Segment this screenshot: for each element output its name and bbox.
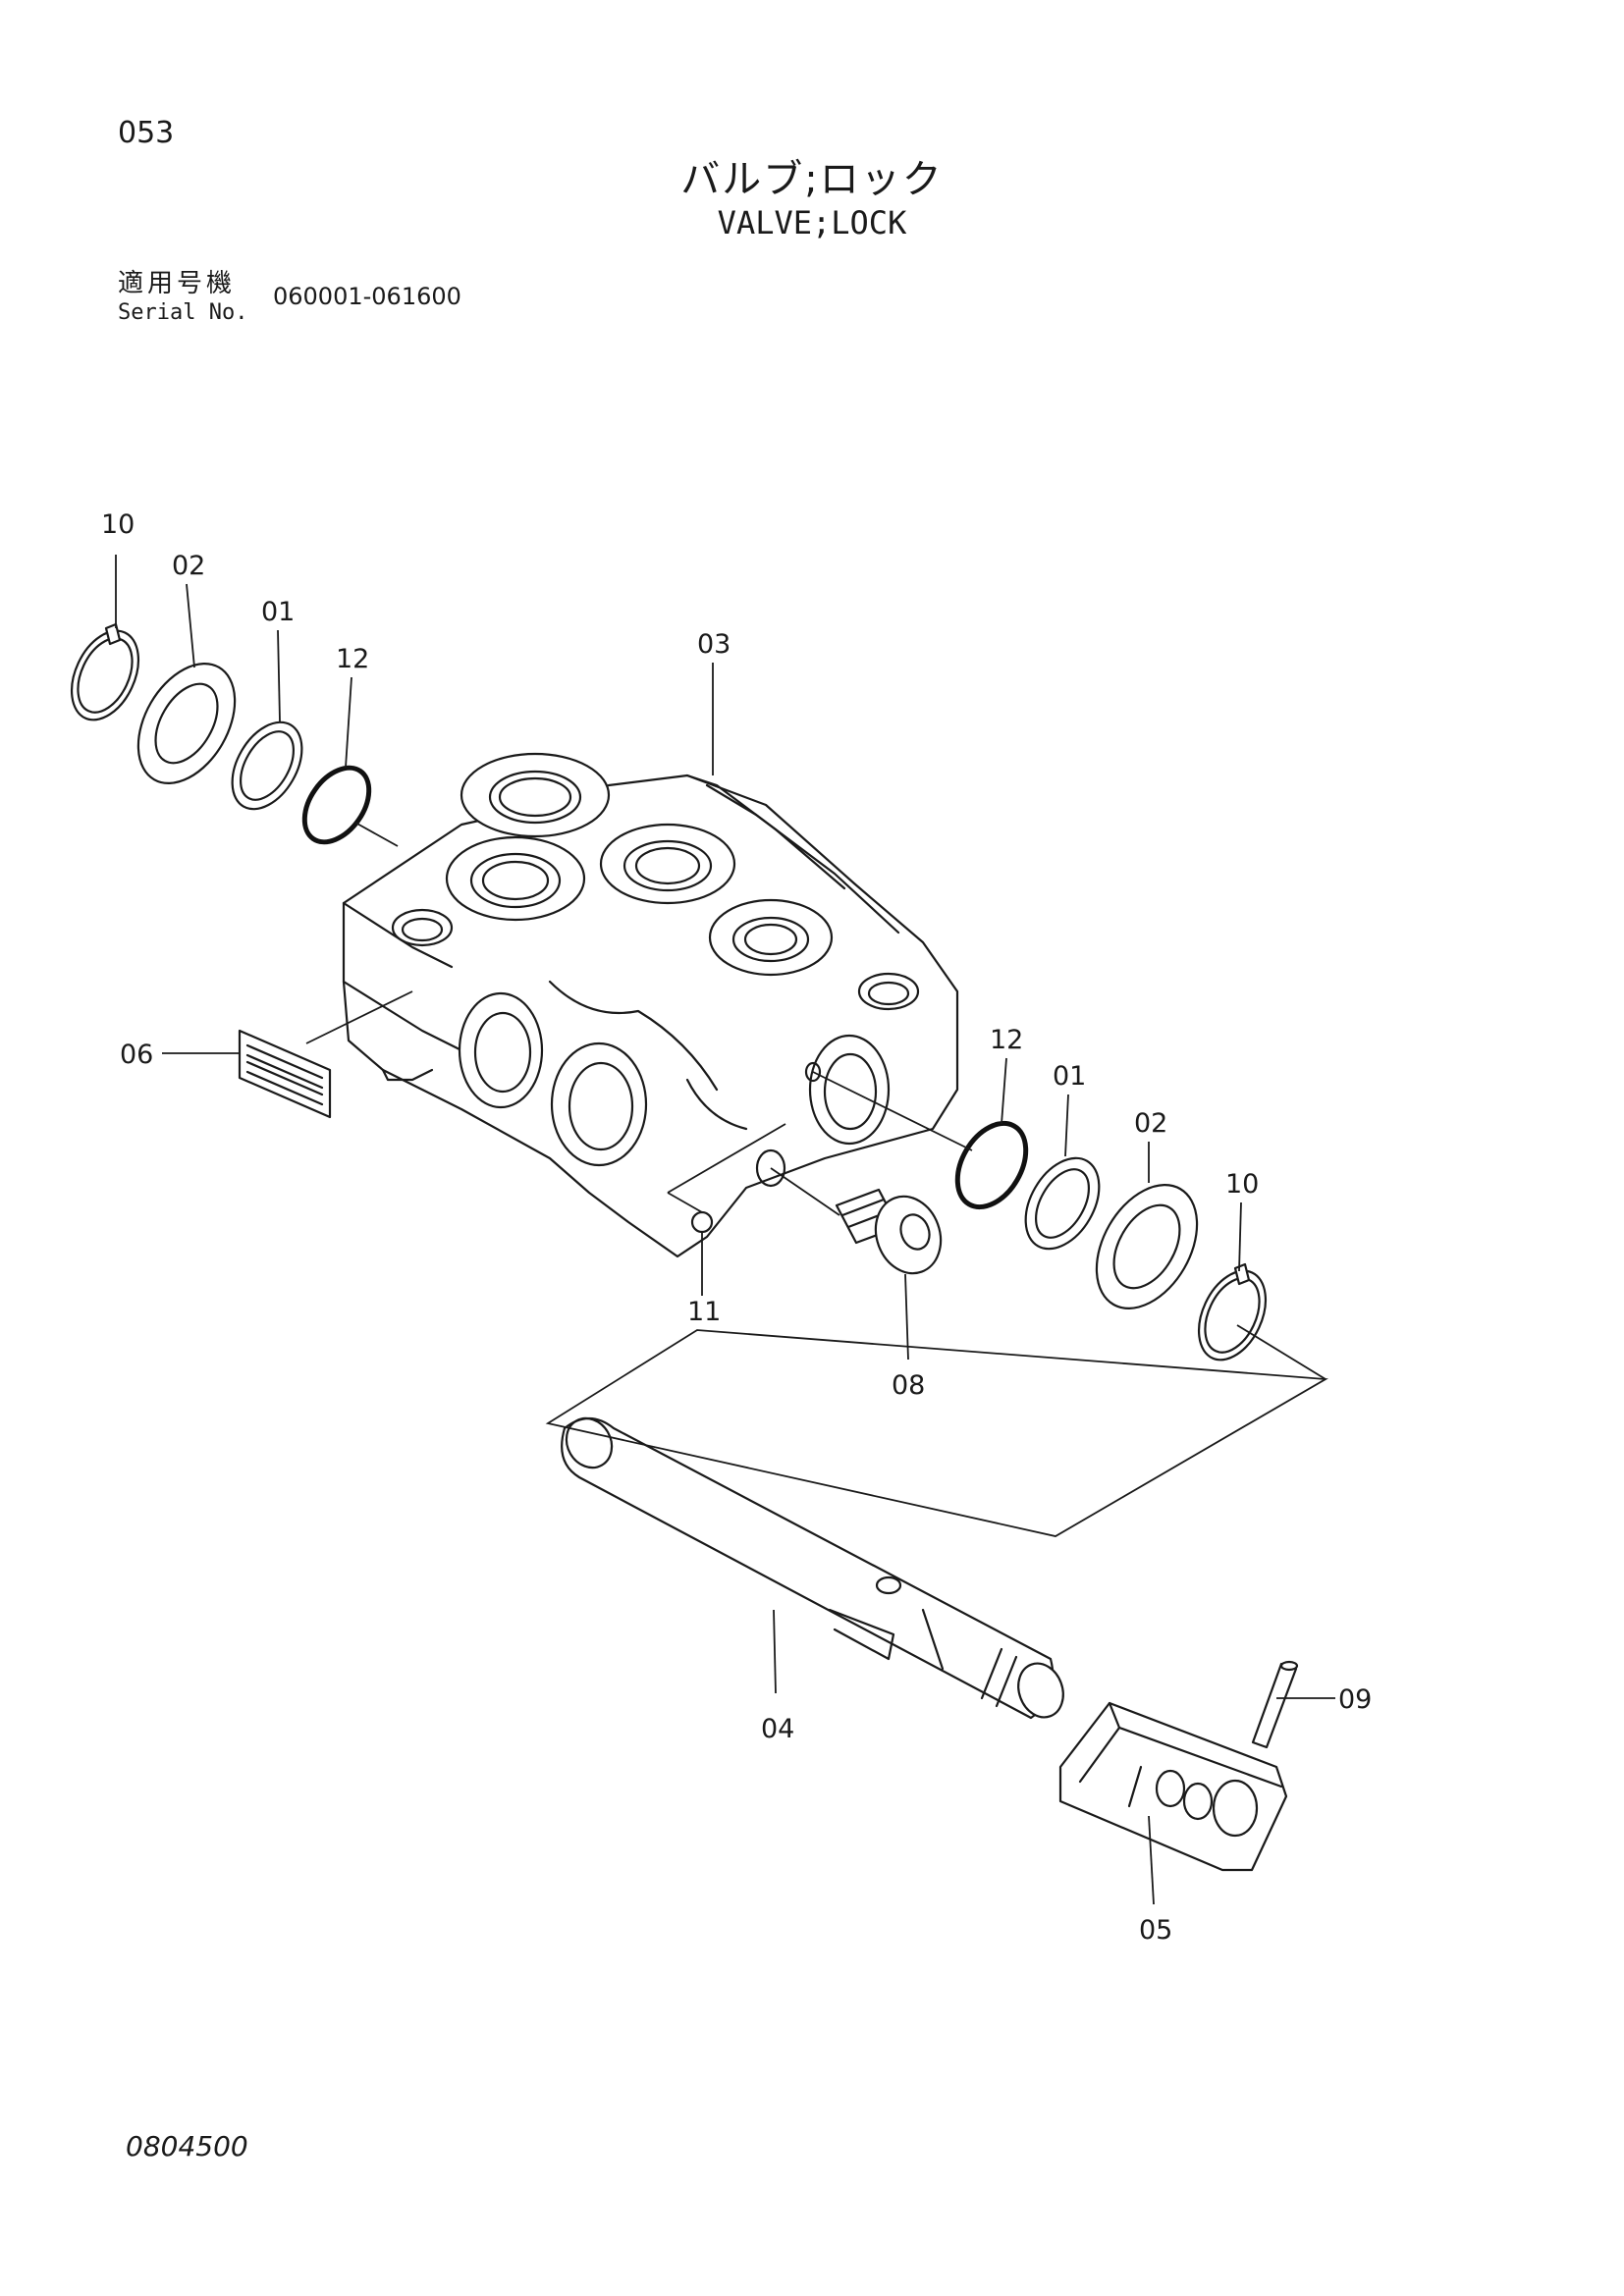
washer-02-right[interactable] — [1076, 1167, 1218, 1326]
name-plate-06[interactable] — [238, 1029, 332, 1119]
page-title-en: VALVE;LOCK — [717, 204, 907, 241]
callout-01-left: 01 — [261, 597, 295, 627]
callout-03: 03 — [697, 629, 731, 660]
callout-08: 08 — [892, 1370, 925, 1401]
pin-09[interactable] — [1251, 1660, 1299, 1749]
snap-ring-10-right[interactable] — [1186, 1260, 1279, 1370]
snap-ring-10-left[interactable] — [59, 620, 152, 730]
serial-label-en: Serial No. — [118, 300, 248, 325]
lever-05[interactable] — [1058, 1701, 1288, 1872]
callout-12-right: 12 — [990, 1025, 1023, 1055]
callout-04: 04 — [761, 1714, 794, 1744]
spool-04[interactable] — [558, 1410, 1070, 1723]
callout-10-right: 10 — [1225, 1169, 1259, 1200]
washer-02-left[interactable] — [119, 647, 255, 800]
backup-ring-01-right[interactable] — [1010, 1146, 1113, 1262]
callout-09: 09 — [1338, 1684, 1372, 1715]
callout-12-left: 12 — [336, 644, 369, 674]
callout-01-right: 01 — [1053, 1061, 1086, 1092]
callout-11: 11 — [687, 1297, 721, 1327]
page-title-jp: バルブ;ロック — [680, 157, 944, 202]
o-ring-12-left[interactable] — [292, 756, 382, 854]
valve-body-03[interactable] — [342, 752, 959, 1258]
backup-ring-01-left[interactable] — [218, 710, 316, 821]
document-code: 0804500 — [126, 2130, 248, 2163]
callout-02-left: 02 — [172, 551, 205, 581]
callout-06: 06 — [120, 1040, 153, 1070]
page-number: 053 — [118, 116, 175, 150]
serial-range: 060001-061600 — [273, 283, 461, 310]
callout-02-right: 02 — [1134, 1108, 1167, 1139]
socket-plug-08[interactable] — [835, 1187, 951, 1282]
callout-05: 05 — [1139, 1915, 1172, 1946]
serial-label-jp: 適用号機 — [118, 269, 237, 298]
steel-ball-11[interactable] — [690, 1210, 714, 1234]
callout-10-left: 10 — [101, 509, 135, 540]
o-ring-12-right[interactable] — [944, 1111, 1040, 1219]
